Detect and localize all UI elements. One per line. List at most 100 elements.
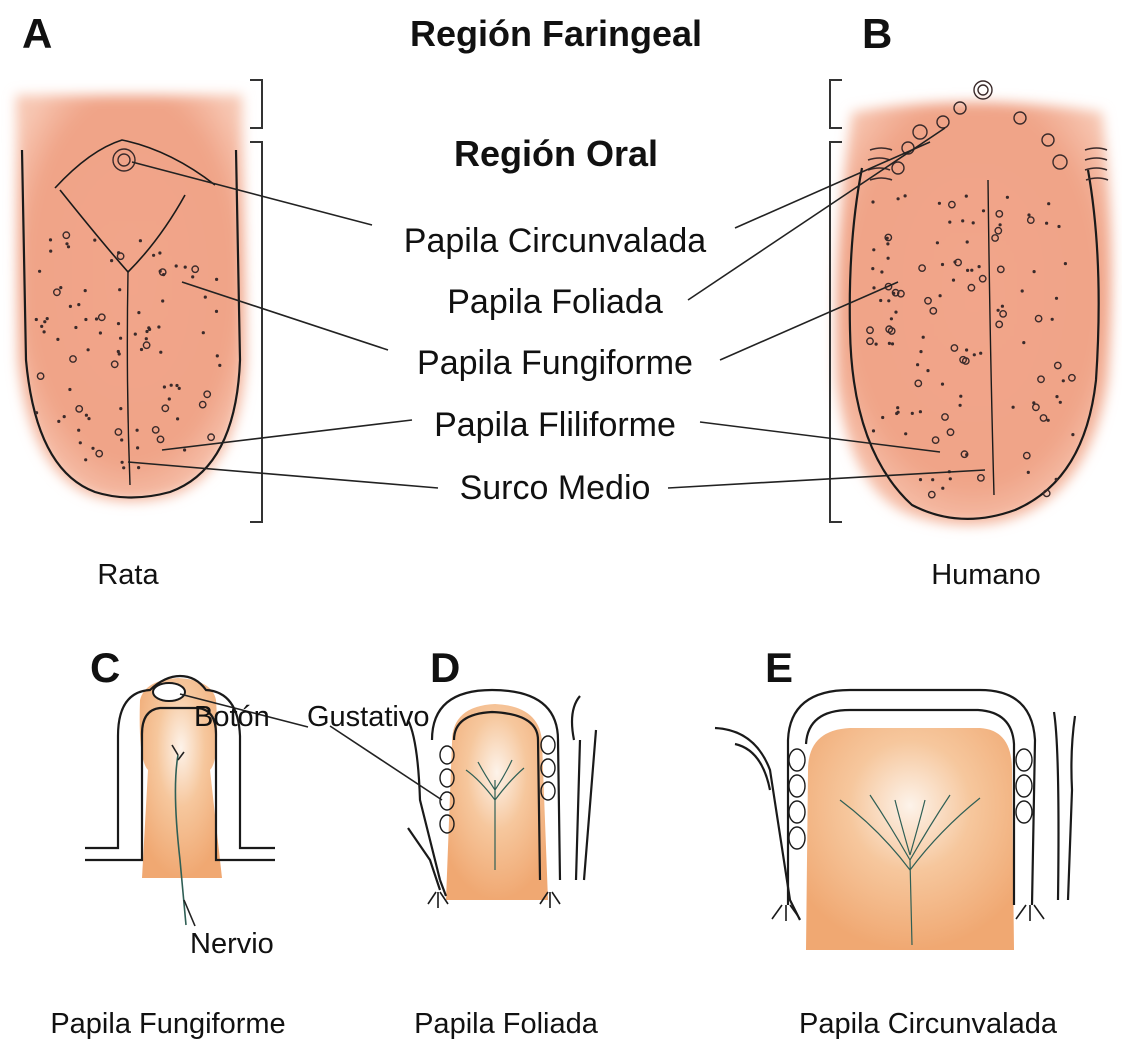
filiform-papilla-mark [84, 289, 87, 292]
filiform-papilla-mark [84, 318, 87, 321]
filiform-papilla-mark [952, 279, 955, 282]
human-tongue [835, 81, 1112, 525]
filiform-papilla-mark [161, 299, 164, 302]
filiform-papilla-mark [938, 202, 941, 205]
filiform-papilla-mark [40, 325, 43, 328]
filiform-papilla-mark [137, 311, 140, 314]
panel-label-a: A [22, 10, 52, 57]
filiform-papilla-mark [1021, 289, 1024, 292]
filiform-papilla-mark [178, 387, 181, 390]
filiform-papilla-mark [922, 336, 925, 339]
circumvallate-caption: Papila Circunvalada [799, 1008, 1058, 1040]
filiform-papilla-mark [68, 388, 71, 391]
filiform-papilla-mark [948, 221, 951, 224]
filiform-callout: Papila Fliliforme [434, 406, 676, 444]
filiform-papilla-mark [887, 257, 890, 260]
gustatory-label: Gustativo [307, 701, 430, 733]
filiform-papilla-mark [919, 410, 922, 413]
filiform-papilla-mark [117, 350, 120, 353]
filiform-papilla-mark [56, 338, 59, 341]
filiform-papilla-mark [120, 438, 123, 441]
filiform-papilla-mark [911, 412, 914, 415]
foliate-callout: Papila Foliada [447, 283, 663, 321]
filiform-papilla-mark [970, 269, 973, 272]
filiform-papilla-mark [1012, 406, 1015, 409]
panel-label-c: C [90, 644, 120, 691]
filiform-papilla-mark [85, 414, 88, 417]
filiform-papilla-mark [215, 278, 218, 281]
filiform-papilla-mark [949, 477, 952, 480]
filiform-papilla-mark [1064, 262, 1067, 265]
filiform-papilla-mark [1047, 419, 1050, 422]
filiform-papilla-mark [183, 448, 186, 451]
circumvallate-callout: Papila Circunvalada [404, 222, 706, 260]
filiform-papilla-mark [892, 292, 895, 295]
filiform-papilla-mark [886, 237, 889, 240]
filiform-papilla-mark [49, 250, 52, 253]
filiform-papilla-mark [941, 383, 944, 386]
filiform-papilla-mark [897, 197, 900, 200]
filiform-papilla-mark [93, 239, 96, 242]
filiform-papilla-mark [872, 248, 875, 251]
filiform-papilla-mark [184, 266, 187, 269]
filiform-papilla-mark [121, 461, 124, 464]
filiform-papilla-mark [919, 478, 922, 481]
filiform-papilla-mark [973, 353, 976, 356]
filiform-papilla-mark [57, 420, 60, 423]
filiform-papilla-mark [897, 411, 900, 414]
filiform-papilla-mark [1055, 395, 1058, 398]
filiform-papilla-mark [140, 348, 143, 351]
filiform-papilla-mark [159, 270, 162, 273]
filiform-papilla-mark [872, 429, 875, 432]
panel-label-d: D [430, 644, 460, 691]
filiform-papilla-mark [871, 200, 874, 203]
filiform-papilla-mark [163, 385, 166, 388]
fungiform-callout: Papila Fungiforme [417, 344, 693, 382]
filiform-papilla-mark [38, 270, 41, 273]
filiform-papilla-mark [175, 384, 178, 387]
filiform-papilla-mark [1057, 225, 1060, 228]
filiform-papilla-mark [215, 310, 218, 313]
filiform-papilla-mark [1051, 318, 1054, 321]
filiform-papilla-mark [95, 317, 98, 320]
circumvallate-papilla-detail [715, 690, 1075, 950]
filiform-papilla-mark [204, 296, 207, 299]
filiform-papilla-mark [202, 331, 205, 334]
filiform-papilla-mark [43, 320, 46, 323]
pharyngeal-region-label: Región Faringeal [410, 13, 702, 54]
filiform-papilla-mark [35, 411, 38, 414]
rat-label: Rata [97, 559, 159, 591]
filiform-papilla-mark [67, 245, 70, 248]
oral-region-label: Región Oral [454, 133, 658, 174]
filiform-papilla-mark [961, 219, 964, 222]
filiform-papilla-mark [46, 317, 49, 320]
filiform-papilla-mark [191, 275, 194, 278]
filiform-papilla-mark [145, 337, 148, 340]
filiform-papilla-mark [1001, 305, 1004, 308]
filiform-papilla-mark [117, 251, 120, 254]
filiform-papilla-mark [965, 453, 968, 456]
filiform-papilla-mark [118, 288, 121, 291]
filiform-papilla-mark [966, 240, 969, 243]
filiform-papilla-mark [875, 343, 878, 346]
filiform-papilla-mark [117, 322, 120, 325]
filiform-papilla-mark [979, 352, 982, 355]
filiform-papilla-mark [122, 466, 125, 469]
filiform-papilla-mark [152, 254, 155, 257]
panel-label-b: B [862, 10, 892, 57]
foliate-papilla-detail [408, 690, 596, 908]
filiform-papilla-mark [999, 223, 1002, 226]
filiform-papilla-mark [99, 331, 102, 334]
nerve-label: Nervio [190, 928, 274, 960]
filiform-papilla-mark [136, 446, 139, 449]
filiform-papilla-mark [879, 299, 882, 302]
filiform-papilla-mark [168, 397, 171, 400]
filiform-papilla-mark [1027, 213, 1030, 216]
filiform-papilla-mark [1059, 401, 1062, 404]
filiform-papilla-mark [1033, 270, 1036, 273]
filiform-papilla-mark [35, 318, 38, 321]
median-sulcus-callout: Surco Medio [460, 469, 651, 507]
filiform-papilla-mark [158, 251, 161, 254]
filiform-papilla-mark [886, 242, 889, 245]
